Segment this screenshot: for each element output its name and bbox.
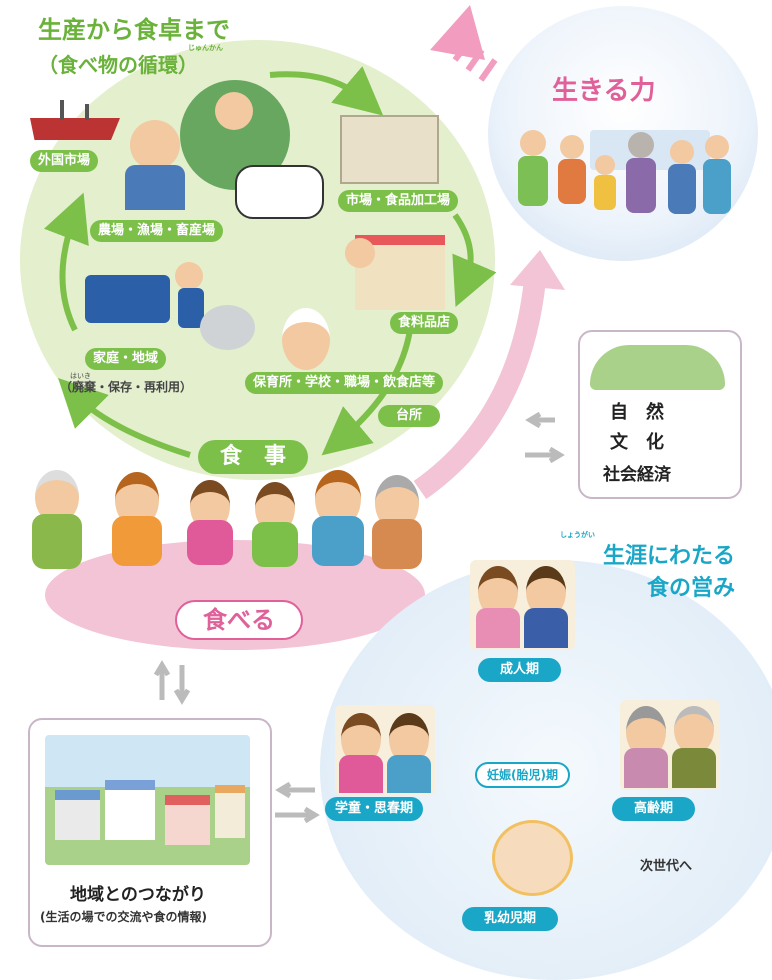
cow-illustration — [235, 165, 324, 219]
eating-label: 食べる — [175, 600, 303, 640]
node-institutions: 保育所・学校・職場・飲食店等 — [245, 372, 444, 394]
trees-illustration — [590, 345, 725, 390]
stage-school: 学童・思春期 — [325, 797, 424, 821]
cycle-arrow-right — [452, 213, 497, 308]
cycle-arrow-left — [43, 192, 89, 332]
growth-arrow — [413, 278, 546, 500]
garbage-bags-illustration — [200, 305, 255, 350]
stage-adult: 成人期 — [478, 658, 562, 682]
family-walking-illustration — [510, 130, 740, 240]
lifetime-title-line1: 生涯にわたる — [602, 544, 735, 569]
ikiru-arrow-head — [430, 5, 485, 60]
adult-couple-illustration — [470, 560, 575, 650]
node-foreign-market: 外国市場 — [30, 150, 99, 172]
node-home-area: 家庭・地域 — [85, 348, 167, 370]
growth-arrow-head — [510, 250, 565, 290]
cycle-arrow-bottom — [58, 378, 191, 458]
community-title: 地域とのつながり — [70, 885, 206, 905]
node-farms: 農場・漁場・畜産場 — [90, 220, 224, 242]
meal-label: 食 事 — [198, 440, 309, 474]
town-illustration — [45, 735, 250, 865]
elderly-couple-illustration — [620, 700, 720, 790]
cycle-title-line1: 生産から食卓まで — [38, 16, 230, 44]
node-market-processing: 市場・食品加工場 — [338, 190, 459, 212]
community-arrow-up — [153, 660, 171, 700]
children-illustration — [335, 705, 435, 795]
building-illustration — [340, 115, 439, 184]
shopkeeper-illustration — [345, 238, 375, 268]
cycle-title: 生産から食卓まで じゅんかん （食べ物の循環） — [38, 10, 230, 78]
env-line-culture: 文 化 — [610, 432, 664, 453]
farmer-illustration — [130, 120, 180, 170]
node-disposal: （廃棄・保存・再利用） — [60, 380, 193, 394]
stage-infant: 乳幼児期 — [462, 907, 559, 931]
chef-illustration — [282, 308, 330, 370]
man-illustration — [215, 92, 253, 130]
infant-illustration — [492, 820, 573, 896]
stage-elderly: 高齢期 — [612, 797, 696, 821]
env-arrow-left — [525, 411, 555, 429]
disposal-ruby: はいき — [70, 372, 91, 380]
cycle-arrow-top — [269, 66, 384, 116]
ship-illustration — [30, 100, 120, 140]
node-kitchen: 台所 — [378, 405, 441, 427]
lifetime-title-line2: 食の営み — [646, 576, 735, 601]
env-line-nature: 自 然 — [610, 402, 664, 423]
stage-pregnancy: 妊娠(胎児)期 — [475, 762, 570, 788]
community-subtitle: (生活の場での交流や食の情報) — [40, 910, 207, 924]
lifetime-title-ruby: しょうがい — [560, 531, 595, 539]
ikiru-label: 生きる力 — [552, 76, 656, 106]
life-arrow-right — [275, 806, 320, 824]
cycle-title-line2: （食べ物の循環） — [38, 53, 198, 77]
community-arrow-down — [173, 665, 191, 705]
cycle-title-ruby: じゅんかん — [188, 44, 223, 52]
env-arrow-right — [525, 446, 565, 464]
worker-illustration — [175, 262, 203, 290]
diners-illustration — [20, 460, 440, 570]
env-line-economy: 社会経済 — [603, 465, 671, 485]
life-arrow-left — [275, 781, 315, 799]
next-generation-label: 次世代へ — [640, 859, 693, 874]
truck-illustration — [85, 275, 170, 323]
node-food-store: 食料品店 — [390, 312, 459, 334]
lifetime-title: しょうがい 生涯にわたる 食の営み — [560, 530, 735, 602]
